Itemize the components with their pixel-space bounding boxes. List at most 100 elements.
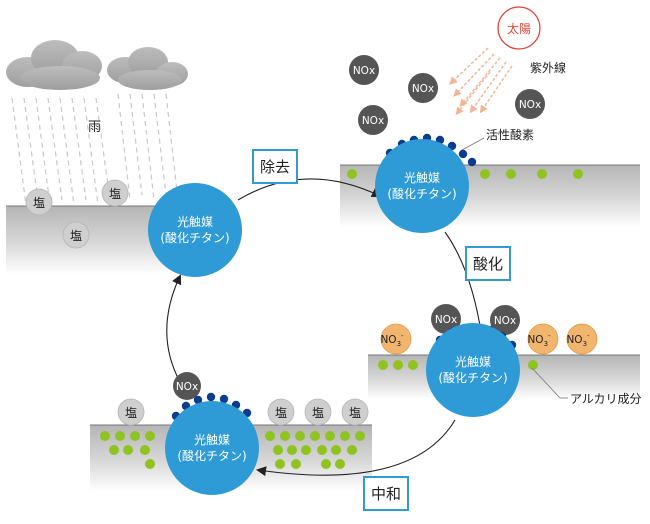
photocatalyst-2: 光触媒 (酸化チタン) bbox=[375, 139, 469, 233]
alkali-dot bbox=[347, 445, 357, 455]
uv-label: 紫外線 bbox=[530, 60, 566, 75]
sun-label: 太陽 bbox=[507, 21, 531, 36]
salt-particle: 塩 bbox=[341, 398, 369, 426]
catalyst-label-line2: (酸化チタン) bbox=[160, 230, 229, 245]
alkali-dot bbox=[335, 459, 345, 469]
step-oxidation-label: 酸化 bbox=[473, 255, 503, 273]
alkali-dot bbox=[140, 445, 150, 455]
nox-molecule: NOx bbox=[490, 305, 520, 335]
alkali-dot bbox=[301, 445, 311, 455]
alkali-dot bbox=[130, 431, 140, 441]
no3-particle: NO3- bbox=[380, 323, 412, 355]
rain-label: 雨 bbox=[88, 120, 101, 135]
svg-text:NOx: NOx bbox=[362, 115, 384, 127]
svg-text:塩: 塩 bbox=[125, 405, 137, 420]
alkali-dot bbox=[506, 169, 516, 179]
alkali-dot bbox=[355, 431, 365, 441]
oxygen-dot bbox=[458, 149, 468, 159]
alkali-dot bbox=[325, 431, 335, 441]
svg-text:塩: 塩 bbox=[312, 405, 324, 420]
salt-particles: 塩 塩 塩 塩 塩 塩 塩 bbox=[25, 179, 369, 426]
cloud-right bbox=[107, 47, 188, 90]
alkali-dot bbox=[287, 445, 297, 455]
surface-panel-1 bbox=[6, 206, 174, 274]
salt-particle: 塩 bbox=[117, 398, 145, 426]
alkali-dot bbox=[321, 459, 331, 469]
alkali-dot bbox=[378, 360, 388, 370]
nox-molecules: NOx NOx NOx NOx NOx NOx NOx bbox=[173, 55, 545, 400]
no3-particle: NO3- bbox=[566, 323, 598, 355]
photocatalyst-1: 光触媒 (酸化チタン) bbox=[148, 183, 242, 277]
svg-text:NOx: NOx bbox=[435, 314, 457, 326]
alkali-dot bbox=[295, 431, 305, 441]
nox-molecule: NOx bbox=[431, 304, 461, 334]
cloud-left bbox=[6, 40, 102, 90]
salt-particle: 塩 bbox=[62, 221, 90, 249]
alkali-dot bbox=[115, 431, 125, 441]
salt-particle: 塩 bbox=[25, 188, 53, 216]
svg-text:塩: 塩 bbox=[349, 405, 361, 420]
alkali-dot bbox=[528, 360, 538, 370]
alkali-components bbox=[100, 169, 583, 469]
alkali-dot bbox=[145, 459, 155, 469]
alkali-dot bbox=[317, 445, 327, 455]
svg-text:NO3-: NO3- bbox=[566, 332, 590, 348]
svg-text:NOx: NOx bbox=[412, 83, 434, 95]
svg-text:NOx: NOx bbox=[353, 65, 375, 77]
svg-text:塩: 塩 bbox=[33, 195, 45, 210]
svg-text:NO3-: NO3- bbox=[527, 332, 551, 348]
alkali-dot bbox=[537, 169, 547, 179]
photocatalyst-4: 光触媒 (酸化チタン) bbox=[165, 401, 259, 495]
nox-molecule: NOx bbox=[408, 73, 438, 103]
oxygen-dot bbox=[467, 157, 477, 167]
alkali-dot bbox=[100, 431, 110, 441]
alkali-dot bbox=[347, 169, 357, 179]
alkali-dot bbox=[265, 431, 275, 441]
alkali-dot bbox=[273, 445, 283, 455]
svg-text:塩: 塩 bbox=[70, 228, 82, 243]
nox-molecule: NOx bbox=[173, 372, 201, 400]
nox-molecule: NOx bbox=[515, 89, 545, 119]
salt-particle: 塩 bbox=[267, 398, 295, 426]
step-oxidation: 酸化 bbox=[465, 246, 511, 281]
sun-icon bbox=[497, 6, 541, 50]
oxygen-dot bbox=[193, 395, 203, 405]
nox-molecule: NOx bbox=[349, 55, 379, 85]
alkali-dot bbox=[145, 431, 155, 441]
alkali-dot bbox=[275, 459, 285, 469]
alkali-dot bbox=[331, 445, 341, 455]
active-oxygen-label: 活性酸素 bbox=[486, 127, 534, 142]
alkali-dot bbox=[280, 431, 290, 441]
catalyst-label-line1: 光触媒 bbox=[177, 215, 213, 229]
salt-particle: 塩 bbox=[101, 179, 129, 207]
alkali-dot bbox=[393, 360, 403, 370]
catalyst-label-line1: 光触媒 bbox=[455, 355, 491, 369]
uv-rays bbox=[449, 47, 513, 116]
svg-text:NOx: NOx bbox=[176, 381, 198, 393]
svg-text:塩: 塩 bbox=[275, 405, 287, 420]
step-removal: 除去 bbox=[252, 149, 298, 184]
no3-particle: NO3- bbox=[527, 323, 559, 355]
nox-molecule: NOx bbox=[358, 105, 388, 135]
svg-text:NOx: NOx bbox=[519, 99, 541, 111]
svg-text:塩: 塩 bbox=[109, 186, 121, 201]
catalyst-label-line2: (酸化チタン) bbox=[387, 186, 456, 201]
step-removal-label: 除去 bbox=[260, 158, 290, 176]
alkali-dot bbox=[123, 445, 133, 455]
sun: 太陽 bbox=[497, 6, 541, 50]
rain-lines bbox=[11, 93, 179, 206]
alkali-dot bbox=[573, 169, 583, 179]
catalyst-label-line1: 光触媒 bbox=[194, 433, 230, 447]
catalyst-label-line1: 光触媒 bbox=[404, 171, 440, 185]
alkali-dot bbox=[109, 445, 119, 455]
alkali-dot bbox=[408, 360, 418, 370]
svg-text:NO3-: NO3- bbox=[380, 332, 404, 348]
step-neutralization-label: 中和 bbox=[371, 485, 401, 503]
alkali-dot bbox=[340, 431, 350, 441]
alkali-label: アルカリ成分 bbox=[570, 392, 642, 406]
oxygen-dot bbox=[219, 394, 229, 404]
catalyst-label-line2: (酸化チタン) bbox=[177, 448, 246, 463]
oxygen-dot bbox=[447, 141, 457, 151]
svg-text:NOx: NOx bbox=[494, 315, 516, 327]
